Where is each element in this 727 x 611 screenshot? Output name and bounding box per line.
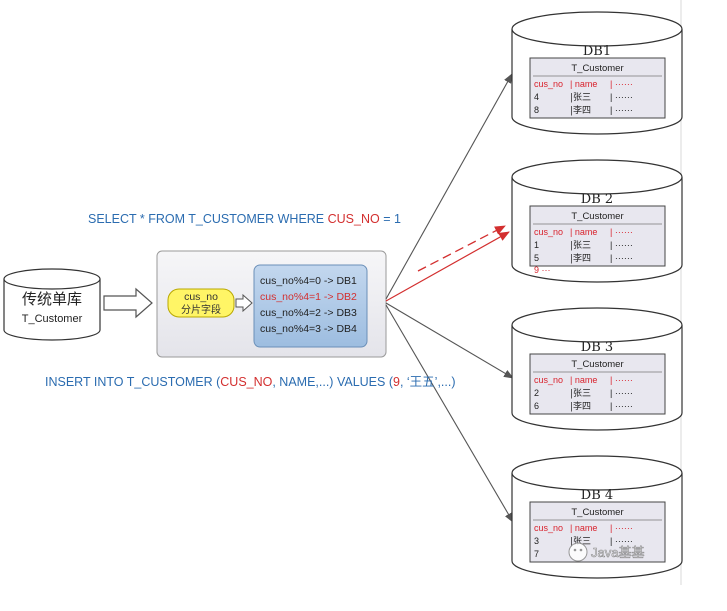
db-row-cell: 5 <box>534 253 539 263</box>
select-query-field: CUS_NO <box>328 212 380 226</box>
db-row-cell: |李四 <box>570 252 591 264</box>
routing-rule: cus_no%4=3 -> DB4 <box>260 323 357 335</box>
db-new-row: 9 ··· <box>534 265 551 275</box>
routing-arrows <box>385 73 514 523</box>
insert-query-value: 9 <box>393 375 400 389</box>
routing-rule: cus_no%4=1 -> DB2 <box>260 291 357 303</box>
legacy-db-title: 传统单库 <box>22 290 82 308</box>
db-name: DB 4 <box>581 488 613 503</box>
db-table-panel <box>529 501 666 563</box>
arrow-to-db2-dashed <box>417 225 506 272</box>
db-name: DB 2 <box>581 192 613 207</box>
db-table-name: T_Customer <box>571 63 623 74</box>
routing-rule: cus_no%4=0 -> DB1 <box>260 275 357 287</box>
insert-query-part2: , NAME,...) VALUES ( <box>272 375 393 389</box>
legacy-db-table: T_Customer <box>22 313 83 325</box>
db-table-panel <box>529 57 666 119</box>
db-row-cell: | ······ <box>610 240 633 250</box>
db-row-cell: |张三 <box>570 240 591 251</box>
shard-key-badge <box>167 288 235 318</box>
db-row-cell: 7 <box>534 549 539 559</box>
routing-panel: cus_no 分片字段 cus_no%4=0 -> DB1 cus_no%4=1 … <box>156 250 387 358</box>
db-cylinder-3: DB 3 T_Customer cus_no | name | ······ 2 |张三 | … <box>511 307 683 431</box>
arrow-to-db4 <box>385 304 514 523</box>
small-arrow-icon <box>235 293 253 313</box>
db-row-cell: |李四 <box>570 104 591 116</box>
db-row-cell: | ······ <box>610 92 633 102</box>
db-row-cell: |张三 <box>570 92 591 103</box>
db-row-cell: 2 <box>534 388 539 398</box>
select-query: SELECT * FROM T_CUSTOMER WHERE CUS_NO = … <box>88 212 401 226</box>
db-table-name: T_Customer <box>571 211 623 222</box>
arrow-to-db2-solid <box>385 231 510 302</box>
db-row-cell: 3 <box>534 536 539 546</box>
arrow-to-db1 <box>385 73 513 300</box>
db-header-cell: | name <box>570 79 597 89</box>
db-header-cell: cus_no <box>534 227 563 237</box>
insert-query: INSERT INTO T_CUSTOMER (CUS_NO, NAME,...… <box>45 375 456 389</box>
db-cylinder-4: DB 4 T_Customer cus_no | name | ······ 3 |张三 | … <box>511 455 683 579</box>
insert-query-field: CUS_NO <box>220 375 272 389</box>
db-row-cell: | ······ <box>610 536 633 546</box>
db-name: DB 3 <box>581 340 613 355</box>
db-row-cell: |李四 <box>570 400 591 412</box>
routing-rules-box <box>253 264 368 348</box>
db-row-cell: | ······ <box>610 105 633 115</box>
db-row-cell: 4 <box>534 92 539 102</box>
select-query-suffix: = 1 <box>380 212 401 226</box>
db-table-name: T_Customer <box>571 359 623 370</box>
db-header-cell: | name <box>570 227 597 237</box>
db-header-cell: | ······ <box>610 375 633 385</box>
db-name: DB1 <box>583 44 611 59</box>
db-header-cell: | name <box>570 523 597 533</box>
insert-query-part3: , ‘王五’,...) <box>400 375 456 389</box>
legacy-db-cylinder: 传统单库 T_Customer <box>3 268 101 341</box>
routing-rule: cus_no%4=2 -> DB3 <box>260 307 357 319</box>
wechat-icon <box>568 542 588 562</box>
db-row-cell: 8 <box>534 105 539 115</box>
db-header-cell: cus_no <box>534 375 563 385</box>
watermark: Java基基 <box>568 542 645 562</box>
db-row-cell: | ······ <box>610 253 633 263</box>
db-row-cell: | ······ <box>610 401 633 411</box>
db-table-panel <box>529 353 666 415</box>
watermark-text: Java基基 <box>591 545 644 560</box>
db-header-cell: | ······ <box>610 227 633 237</box>
db-header-cell: | name <box>570 375 597 385</box>
db-row-cell: 6 <box>534 401 539 411</box>
shard-key-field: cus_no <box>184 291 218 303</box>
db-header-cell: cus_no <box>534 523 563 533</box>
select-query-prefix: SELECT * FROM T_CUSTOMER WHERE <box>88 212 328 226</box>
db-cylinder-2: DB 2 T_Customer cus_no | name | ······ 1 |张三 | … <box>511 159 683 283</box>
hollow-arrow-icon <box>103 287 153 319</box>
db-row-cell: | ······ <box>610 388 633 398</box>
db-header-cell: | ······ <box>610 79 633 89</box>
db-table-name: T_Customer <box>571 507 623 518</box>
arrow-to-db3 <box>385 302 514 379</box>
db-row-cell: |张三 <box>570 388 591 399</box>
db-header-cell: cus_no <box>534 79 563 89</box>
shard-key-caption: 分片字段 <box>181 303 221 316</box>
insert-query-part1: INSERT INTO T_CUSTOMER ( <box>45 375 221 389</box>
db-header-cell: | ······ <box>610 523 633 533</box>
db-row-cell: 1 <box>534 240 539 250</box>
db-row-cell: |张三 <box>570 536 591 547</box>
db-table-panel <box>529 205 666 267</box>
